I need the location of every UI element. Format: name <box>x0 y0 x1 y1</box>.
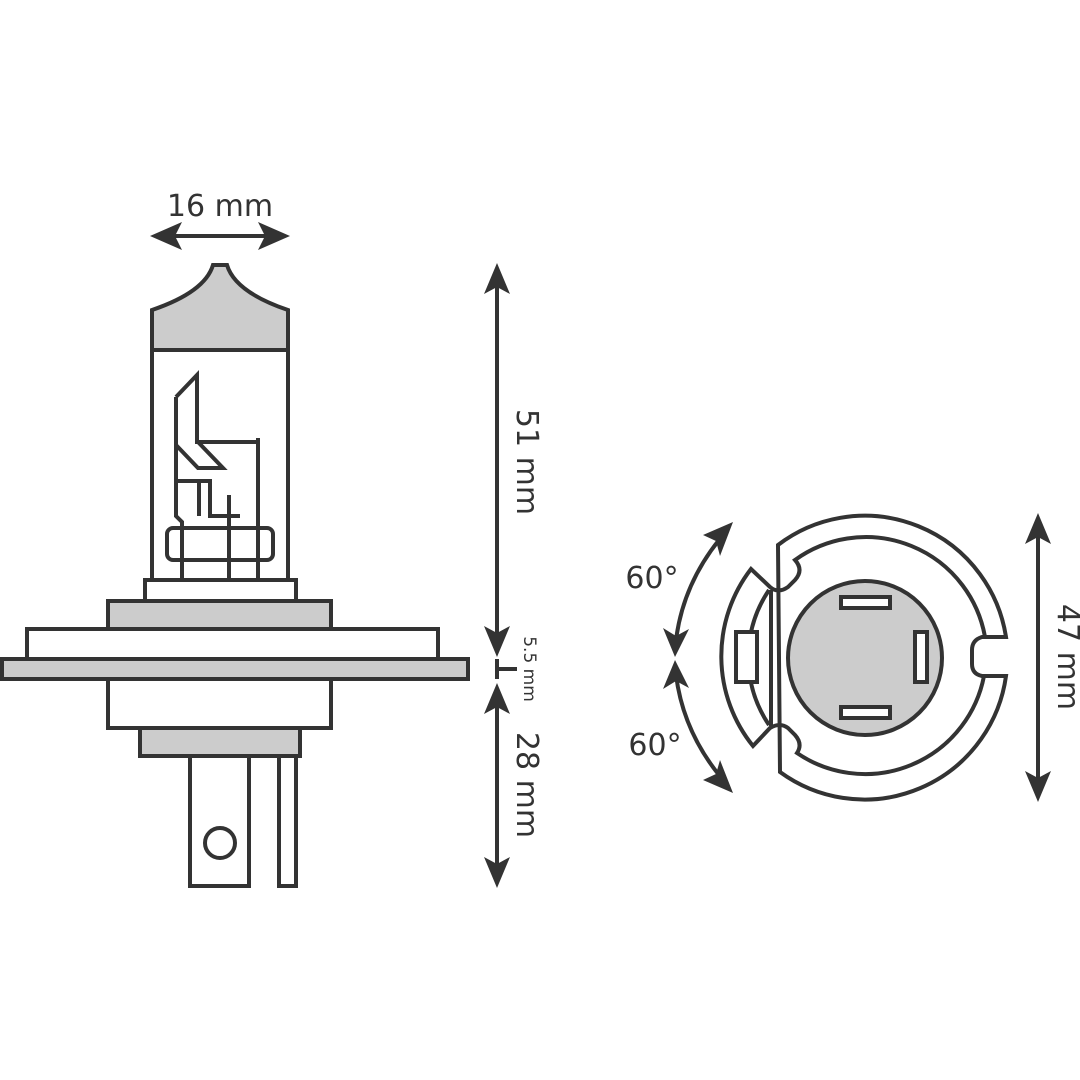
angle-upper: 60° <box>625 522 733 657</box>
label-glass-width: 16 mm <box>167 189 273 224</box>
arrow-right-icon <box>258 222 290 250</box>
glass-tip <box>150 263 290 352</box>
base-collar <box>143 578 298 603</box>
dimension-glass-width: 16 mm <box>150 189 290 250</box>
arrow-up-icon <box>663 660 689 689</box>
arrow-down-icon <box>1025 771 1051 802</box>
base-body <box>106 677 333 730</box>
filament-assembly <box>165 370 275 580</box>
arrow-left-icon <box>150 222 182 250</box>
arrow-down-right-icon <box>703 760 733 793</box>
flange-plate <box>0 657 470 681</box>
terminal-main <box>188 754 251 888</box>
bulb-side-view <box>0 263 470 888</box>
label-flange-thickness: 5.5 mm <box>519 636 539 702</box>
flange-right-notch <box>970 635 985 678</box>
arrow-up-icon <box>484 263 510 294</box>
arrow-down-icon <box>484 857 510 888</box>
dimension-flange-thickness: 5.5 mm <box>495 636 539 702</box>
angle-lower: 60° <box>628 660 733 793</box>
label-angle-upper: 60° <box>625 561 678 596</box>
bulb-center <box>786 579 944 737</box>
terminal-top <box>839 595 892 610</box>
terminal-hole <box>203 826 237 860</box>
arrow-up-icon <box>484 683 510 714</box>
dimension-base-height: 28 mm <box>484 683 544 888</box>
terminal-bottom <box>839 705 892 720</box>
dimension-socket-diameter: 47 mm <box>1025 513 1080 802</box>
base-ring <box>106 599 333 631</box>
label-base-height: 28 mm <box>509 732 544 838</box>
arrow-down-icon <box>663 628 689 657</box>
arrow-up-right-icon <box>703 522 733 556</box>
terminal-pin <box>277 754 298 888</box>
label-angle-lower: 60° <box>628 728 681 763</box>
arrow-up-icon <box>1025 513 1051 544</box>
label-socket-diameter: 47 mm <box>1050 604 1080 710</box>
bulb-top-view <box>719 513 1009 802</box>
dimension-bulb-height: 51 mm <box>484 263 544 657</box>
flange-upper <box>25 627 440 661</box>
terminal-right <box>913 630 929 684</box>
left-tab <box>734 630 759 684</box>
label-bulb-height: 51 mm <box>509 409 544 515</box>
base-lower-ring <box>138 726 302 758</box>
flange-outer-ring <box>719 513 1009 802</box>
arrow-down-icon <box>484 626 510 657</box>
